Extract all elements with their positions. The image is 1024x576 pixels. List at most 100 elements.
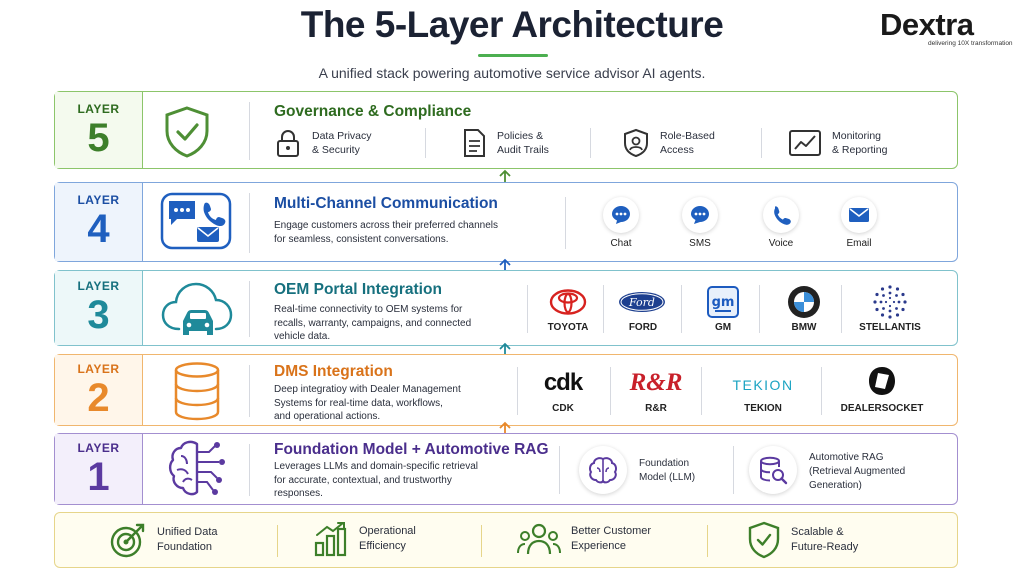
brand-label-tekion: TEKION (744, 403, 782, 414)
layer-3: LAYER 3 OEM Portal Integration Real-time… (54, 270, 958, 346)
brain-circuit-icon (168, 440, 225, 496)
layer-3-label-text: LAYER (77, 279, 120, 293)
svg-text:Ford: Ford (628, 296, 655, 309)
arrow-up-icon (499, 342, 511, 355)
layer-5: LAYER 5 Governance & Compliance Data Pri… (54, 91, 958, 169)
chat-icon (612, 206, 630, 224)
chart-line-icon (789, 130, 821, 156)
svg-text:gm: gm (712, 295, 735, 310)
layer-1-description: Leverages LLMs and domain-specific retri… (274, 461, 478, 499)
title-underline (478, 54, 548, 57)
users-icon (517, 523, 561, 555)
dealersocket-logo (869, 367, 895, 395)
logo-word: Dextra (880, 7, 974, 42)
arrow-up-icon (499, 258, 511, 271)
stellantis-logo (873, 285, 907, 319)
bar-chart-icon (314, 522, 347, 557)
sms-icon (691, 206, 709, 224)
chat-phone-icon (160, 192, 232, 250)
layer-2-title: DMS Integration (274, 363, 393, 380)
brand-label-cdk: CDK (552, 403, 574, 414)
database-search-icon (760, 456, 788, 485)
automotive-rag-badge (749, 446, 797, 494)
shield-user-icon (624, 128, 648, 158)
layer-4-title: Multi-Channel Communication (274, 195, 498, 212)
feature-data-privacy: Data Privacy& Security (274, 128, 372, 158)
brand-label-stellantis: STELLANTIS (859, 322, 921, 333)
brand-label-gm: GM (714, 322, 732, 333)
brand-label-ford: FORD (628, 322, 658, 333)
layer-4-label-text: LAYER (77, 193, 120, 207)
layer-2-label-text: LAYER (77, 362, 120, 376)
email-channel (841, 197, 877, 233)
layer-4-number: 4 (87, 207, 110, 251)
sms-channel (682, 197, 718, 233)
layer-5-label: LAYER 5 (55, 92, 143, 168)
page-title: The 5-Layer Architecture (300, 4, 724, 45)
feature-monitoring: Monitoring& Reporting (788, 128, 887, 158)
rr-logo: R&R (629, 369, 683, 396)
layer-1-label: LAYER 1 (55, 434, 143, 504)
database-icon (174, 362, 220, 421)
layer-4: LAYER 4 Multi-Channel Communication Enga… (54, 182, 958, 262)
phone-icon (774, 206, 791, 225)
layer-5-title: Governance & Compliance (274, 103, 472, 120)
channel-label-email: Email (846, 238, 872, 249)
brain-icon (589, 457, 617, 484)
arrow-up-icon (499, 421, 511, 434)
divider (249, 102, 250, 160)
layer-3-title: OEM Portal Integration (274, 281, 442, 298)
layer-1-number: 1 (87, 455, 110, 499)
layer-1-label-text: LAYER (77, 441, 120, 455)
layer-1-title: Foundation Model + Automotive RAG (274, 441, 549, 458)
benefit-scalable: Scalable &Future-Ready (747, 521, 858, 559)
channel-label-chat: Chat (610, 238, 632, 249)
layer-2-label: LAYER 2 (55, 355, 143, 425)
target-icon (110, 523, 145, 558)
layer-4-label: LAYER 4 (55, 183, 143, 261)
brand-label-bmw: BMW (791, 322, 817, 333)
page-subtitle: A unified stack powering automotive serv… (318, 65, 706, 81)
layer-1: LAYER 1 Foundation Model + Automotive RA… (54, 433, 958, 505)
shield-check-icon (165, 106, 209, 158)
brand-label-dealersocket: DEALERSOCKET (840, 403, 924, 414)
email-icon (849, 208, 869, 222)
foundation-model-badge (579, 446, 627, 494)
cdk-logo: cdk (543, 369, 583, 396)
brand-label-rr: R&R (645, 403, 667, 414)
cloud-car-icon (161, 282, 233, 335)
gm-logo: gm (707, 286, 739, 318)
layer-5-label-text: LAYER (77, 102, 120, 116)
arrow-up-icon (499, 169, 511, 182)
feature-policies: Policies &Audit Trails (461, 128, 549, 158)
channel-label-sms: SMS (689, 238, 711, 249)
layer-3-description: Real-time connectivity to OEM systems fo… (274, 304, 472, 342)
document-icon (464, 129, 485, 157)
brand-label-toyota: TOYOTA (547, 322, 589, 333)
layer-2: LAYER 2 DMS Integration Deep integratioy… (54, 354, 958, 426)
layer-2-number: 2 (87, 376, 110, 420)
toyota-logo (549, 289, 587, 315)
bmw-logo (788, 286, 820, 318)
voice-channel (763, 197, 799, 233)
tekion-logo: TEKION (732, 377, 794, 393)
logo-tagline: delivering 10X transformation (928, 40, 1013, 47)
shield-check-icon (748, 521, 780, 559)
layer-3-number: 3 (87, 293, 110, 337)
layer-5-number: 5 (87, 116, 110, 160)
layer-3-label: LAYER 3 (55, 271, 143, 345)
layer-4-description: Engage customers across their preferred … (274, 220, 499, 245)
ford-logo: Ford (619, 292, 665, 312)
dextra-logo: Dextra delivering 10X transformation (880, 7, 1020, 48)
channel-label-voice: Voice (768, 238, 794, 249)
chat-channel (603, 197, 639, 233)
lock-icon (277, 130, 299, 157)
